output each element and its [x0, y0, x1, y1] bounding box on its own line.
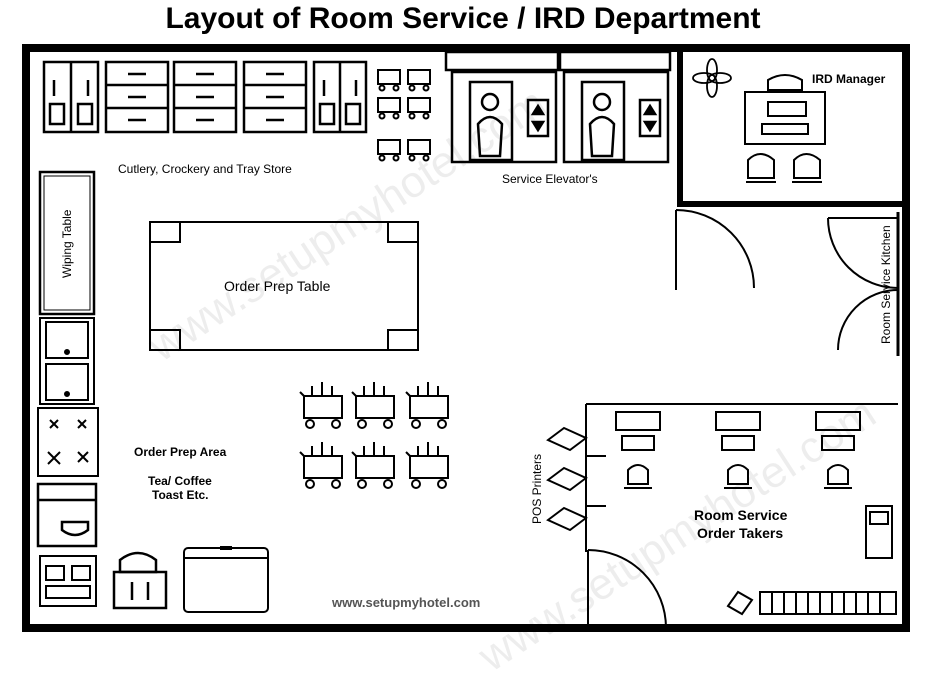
toaster-icon [112, 551, 168, 610]
outer-wall [22, 44, 910, 632]
workstation [615, 411, 661, 489]
order-prep-table [149, 221, 419, 351]
order-takers-label-1: Room Service [694, 507, 788, 523]
stove [37, 407, 99, 477]
order-prep-area-label: Order Prep Area [134, 445, 227, 459]
drawer-unit [172, 60, 238, 134]
visitor-chairs [746, 153, 822, 183]
manager-office-wall [677, 52, 906, 207]
trolley [351, 382, 395, 429]
cutlery-store-label: Cutlery, Crockery and Tray Store [118, 162, 292, 176]
ird-manager-label: IRD Manager [812, 72, 886, 86]
coffee-machine [36, 482, 98, 548]
workstation [715, 411, 761, 489]
wiping-table-label: Wiping Table [60, 209, 74, 278]
workstation [815, 411, 861, 489]
wiping-table [38, 170, 96, 316]
drawer-unit [242, 60, 308, 134]
floor-plan [22, 44, 910, 632]
small-trolleys [377, 69, 431, 162]
room-service-kitchen-label: Room Service Kitchen [879, 225, 893, 344]
trolley [299, 382, 343, 429]
manager-desk [744, 74, 826, 145]
tea-coffee-label: Tea/ Coffee [148, 474, 212, 488]
service-elevator [558, 50, 672, 164]
trolley [351, 442, 395, 489]
pos-printers-label: POS Printers [530, 453, 544, 524]
lockers [726, 590, 897, 616]
order-prep-table-label: Order Prep Table [224, 278, 331, 294]
drawer-unit [104, 60, 170, 134]
website-label[interactable]: www.setupmyhotel.com [332, 595, 481, 610]
service-elevator [444, 50, 560, 164]
door [587, 209, 899, 629]
room-service-trolleys [299, 382, 449, 489]
order-takers-label-2: Order Takers [697, 525, 784, 541]
sink [39, 317, 95, 405]
diagram-title: Layout of Room Service / IRD Department [165, 2, 761, 35]
trolley [299, 442, 343, 489]
storage-cabinet [42, 60, 100, 134]
service-elevators-label: Service Elevator's [502, 172, 598, 186]
order-taker-workstations [615, 411, 861, 489]
plant-icon [692, 58, 732, 98]
trolley [405, 442, 449, 489]
bain-marie [183, 546, 269, 613]
trolley [405, 382, 449, 429]
espresso-machine [39, 555, 97, 607]
pos-printers [546, 426, 588, 532]
water-dispenser [865, 505, 893, 559]
toast-label: Toast Etc. [152, 488, 209, 502]
order-takers-room [585, 403, 898, 552]
storage-cabinet [312, 60, 368, 134]
